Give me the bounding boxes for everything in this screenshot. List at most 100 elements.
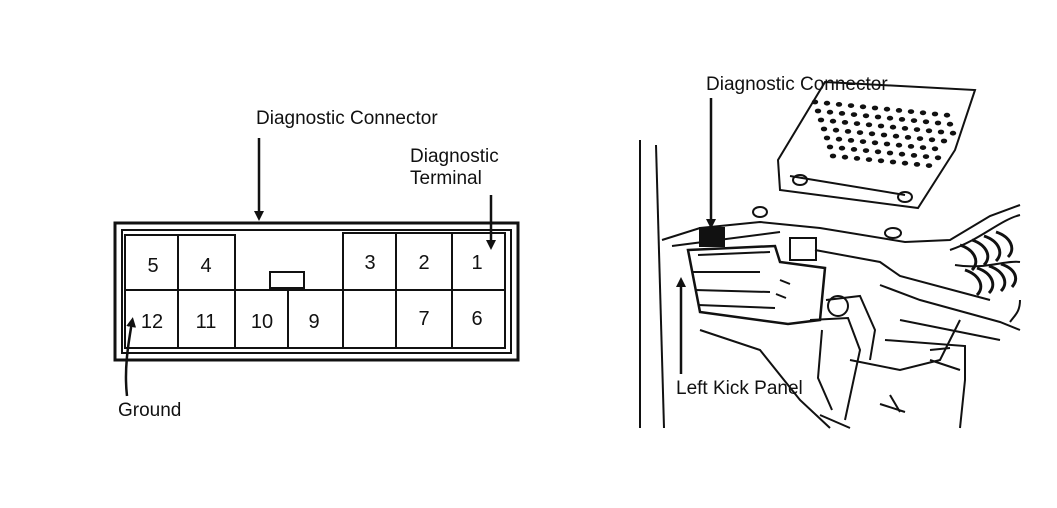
grille-dot xyxy=(910,118,918,123)
grille-dot xyxy=(814,108,822,114)
left-kick-panel-label: Left Kick Panel xyxy=(676,378,803,399)
grille-dot xyxy=(919,145,927,151)
grille-dot xyxy=(898,117,906,122)
pin-1: 1 xyxy=(471,252,482,274)
grille-dot xyxy=(919,110,927,116)
grille-dot xyxy=(913,127,921,132)
grille-dot xyxy=(811,99,819,105)
grille-dot xyxy=(850,112,858,117)
grille-dot xyxy=(874,149,882,155)
pin-9: 9 xyxy=(308,311,319,333)
grille-dot xyxy=(922,119,930,125)
connector-label: Diagnostic Connector xyxy=(256,108,438,129)
grille-dot xyxy=(862,148,870,154)
grille-dot xyxy=(904,135,912,140)
grille-dot xyxy=(895,142,903,148)
grille-dot xyxy=(823,100,831,106)
grille-dot xyxy=(886,115,894,121)
grille-dot xyxy=(856,130,864,136)
grille-dot xyxy=(907,109,915,114)
wire-harness xyxy=(959,230,1018,297)
pin-5: 5 xyxy=(147,255,158,277)
grille-dot xyxy=(943,112,951,118)
grille-dot xyxy=(859,104,867,110)
pin-11: 11 xyxy=(196,311,217,333)
grille-dot xyxy=(841,154,849,160)
grille-dot xyxy=(835,136,843,142)
ground-arrow xyxy=(124,317,137,397)
grille-dot xyxy=(865,157,873,163)
grille-dot xyxy=(865,122,873,128)
grille-dot xyxy=(949,130,957,136)
grille-dot xyxy=(946,121,954,127)
grille-dot xyxy=(922,154,930,160)
grille-dot xyxy=(934,155,942,161)
left-leader-arrows xyxy=(124,138,496,397)
pin-cells xyxy=(124,232,506,349)
grille-dot xyxy=(859,139,867,145)
grille-dot xyxy=(925,128,933,134)
grille-dot xyxy=(832,127,840,133)
pin-7: 7 xyxy=(418,308,429,330)
grille-dot xyxy=(910,153,918,158)
grille-dot xyxy=(895,108,903,113)
ground-label: Ground xyxy=(118,400,182,421)
grille-dot xyxy=(877,158,885,164)
pin-4: 4 xyxy=(200,255,211,277)
grille-dot xyxy=(871,140,879,146)
pin-2: 2 xyxy=(418,252,429,274)
grille-dot xyxy=(898,151,906,157)
kick-panel-illustration xyxy=(639,80,1021,429)
grille-dot xyxy=(850,147,858,152)
grille-dot xyxy=(889,124,897,130)
pin-12: 12 xyxy=(141,311,163,333)
grille-dot xyxy=(883,141,891,147)
grille-dot xyxy=(847,103,855,108)
grille-dot xyxy=(937,129,945,135)
grille-dot xyxy=(877,123,885,129)
grille-dot xyxy=(853,156,861,161)
grille-dot xyxy=(844,129,852,134)
grille-dot xyxy=(862,113,870,119)
grille-dot xyxy=(907,144,915,149)
diagnostic-terminal-label-line2: Terminal xyxy=(410,168,482,189)
grille-dot xyxy=(853,121,861,126)
grille-dot xyxy=(829,118,837,124)
grille-dot xyxy=(838,145,846,151)
grille-dot xyxy=(820,126,828,132)
grille-dot xyxy=(931,146,939,152)
grille-dot xyxy=(883,106,891,112)
grille-dot xyxy=(940,138,948,144)
grille-dot xyxy=(925,163,933,169)
grille-dot xyxy=(871,105,879,111)
grille-dot xyxy=(889,159,897,165)
grille-dot xyxy=(880,132,888,138)
grille-dot xyxy=(835,102,843,107)
grille-dot xyxy=(916,136,924,142)
diagnostic-terminal-label-line1: Diagnostic xyxy=(410,146,499,167)
pin-10: 10 xyxy=(251,311,273,333)
grille-dot xyxy=(829,153,837,159)
grille-dot xyxy=(892,133,900,139)
grille-dot xyxy=(934,120,942,126)
pin-3: 3 xyxy=(364,252,375,274)
grille-dot xyxy=(868,131,876,137)
grille-dot xyxy=(901,160,909,166)
grille-dot xyxy=(928,137,936,143)
grille-dot xyxy=(901,125,909,131)
right-leader-arrows xyxy=(676,98,716,374)
location-connector-label: Diagnostic Connector xyxy=(706,74,888,95)
pin-numbers: 5 4 3 2 1 12 11 10 9 7 6 xyxy=(141,252,483,333)
pin-6: 6 xyxy=(471,308,482,330)
grille-dot xyxy=(826,144,834,150)
grille-dot xyxy=(913,162,921,167)
grille-dot xyxy=(874,114,882,120)
grille-dot xyxy=(886,150,894,156)
grille-dot xyxy=(823,135,831,141)
grille-dot xyxy=(826,109,834,115)
grille-dot xyxy=(931,111,939,117)
connector-face xyxy=(113,221,520,362)
grille-dot xyxy=(841,120,849,125)
grille-dot xyxy=(838,111,846,116)
